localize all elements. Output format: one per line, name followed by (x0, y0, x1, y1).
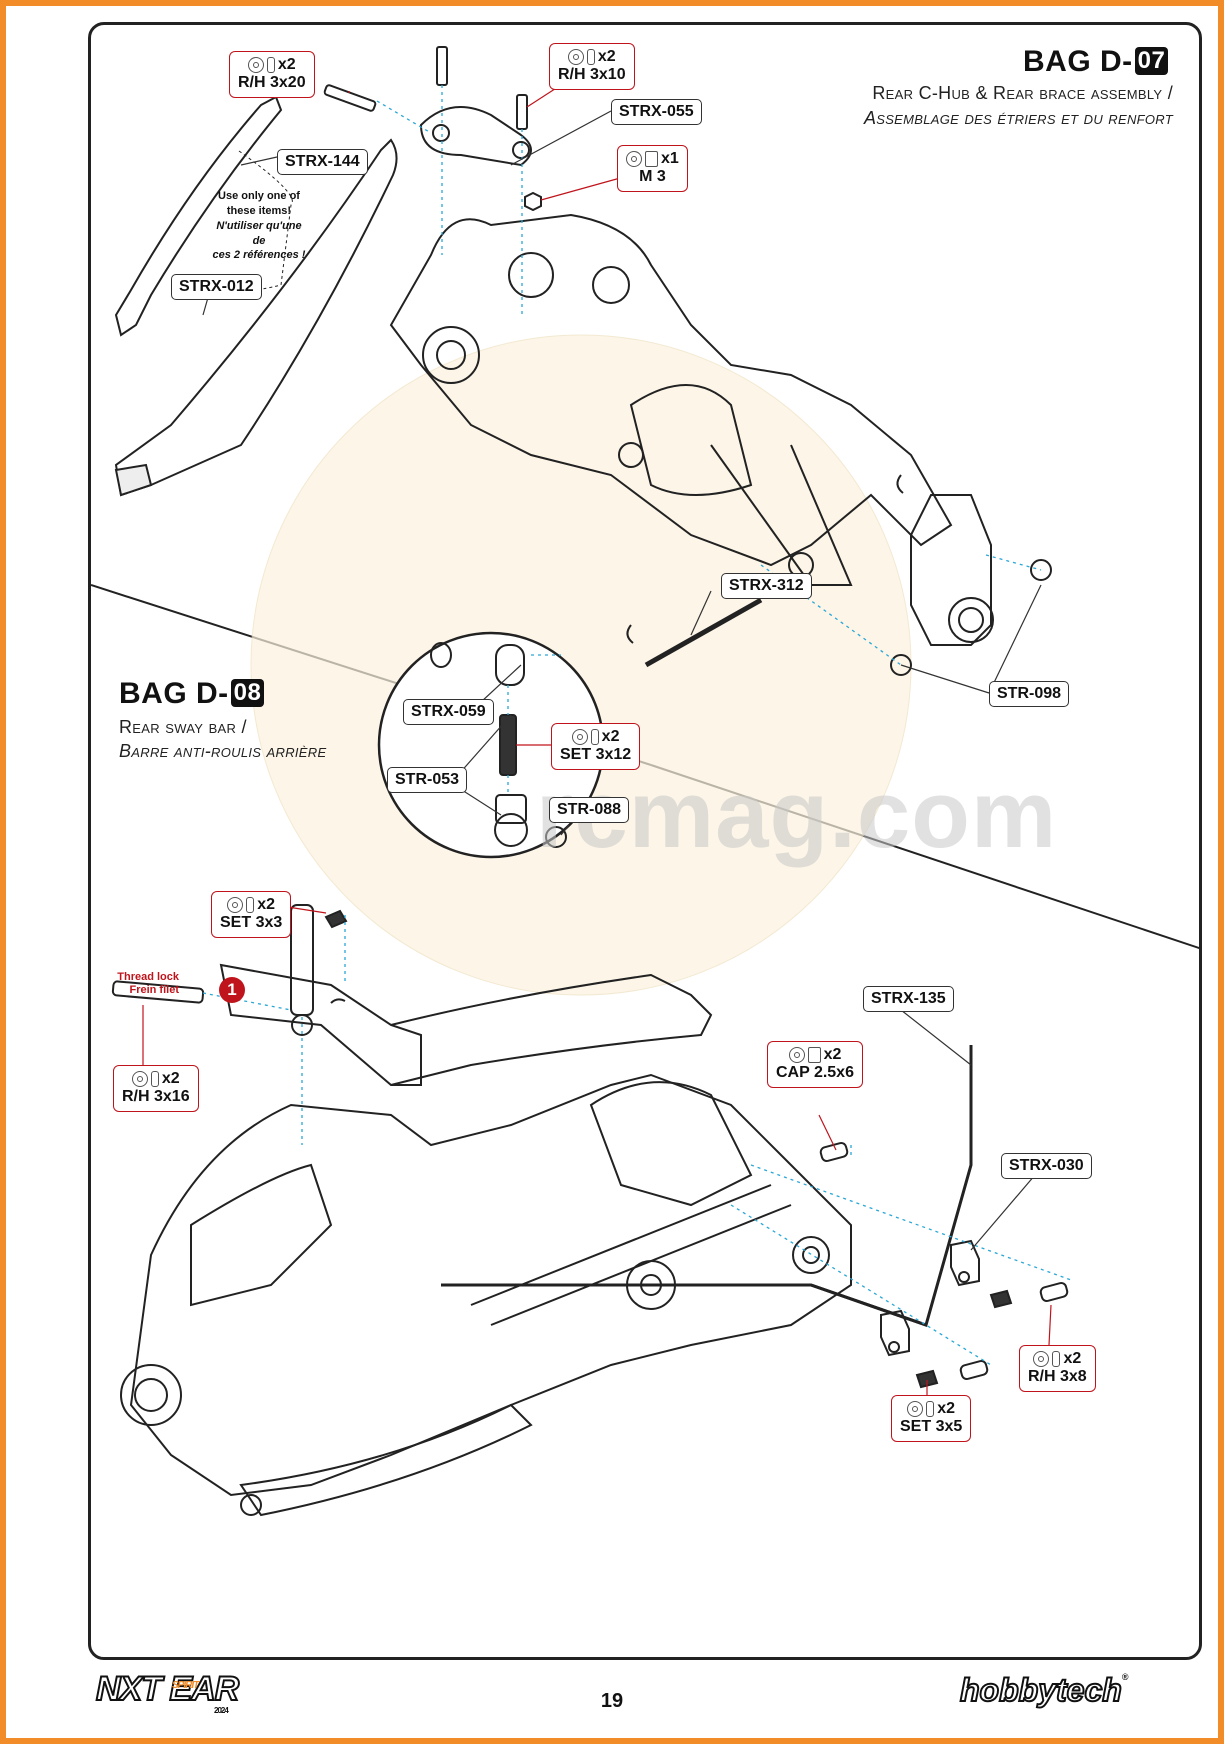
nxt-logo-small: SPIRIT (172, 1680, 199, 1691)
screw-icon (926, 1401, 935, 1418)
hardware-rh-3x10: x2 R/H 3x10 (549, 43, 635, 90)
bag-d07-number: 07 (1134, 47, 1169, 75)
hardware-size: R/H 3x8 (1028, 1368, 1087, 1386)
use-only-one-note: Use only one of these items! N'utiliser … (209, 189, 309, 263)
assembly-illustration (91, 46, 1199, 1517)
hardware-qty: x1 (661, 150, 679, 167)
part-label-str-098: STR-098 (989, 681, 1070, 707)
hardware-set-3x3: x2 SET 3x3 (211, 891, 292, 938)
hardware-m3-nut: x1 M 3 (617, 145, 688, 192)
thread-lock-step-badge: 1 (219, 977, 245, 1003)
hardware-qty: x2 (161, 1070, 180, 1087)
part-label-strx-012: STRX-012 (171, 274, 262, 300)
note-line: ces 2 références ! (212, 249, 306, 262)
part-label-strx-135: STRX-135 (863, 986, 954, 1012)
part-label-strx-312: STRX-312 (721, 573, 812, 599)
hardware-rh-3x16: x2 R/H 3x16 (113, 1065, 199, 1112)
bag-d08-title: BAG D-08 (119, 677, 265, 711)
hardware-qty: x2 (277, 56, 296, 73)
hardware-size: SET 3x3 (220, 914, 283, 932)
bag-d08-subtitle-fr: Barre anti-roulis arrière (119, 741, 327, 761)
screw-icon (150, 1071, 159, 1088)
screw-icon (1052, 1351, 1061, 1368)
washer-icon (247, 57, 264, 74)
washer-icon (131, 1071, 148, 1088)
washer-icon (1033, 1351, 1050, 1368)
screw-icon (807, 1047, 821, 1064)
hardware-set-3x5: x2 SET 3x5 (891, 1395, 972, 1442)
hobbytech-logo-text: hobbytech (959, 1671, 1123, 1709)
hardware-size: CAP 2.5x6 (776, 1064, 854, 1082)
washer-icon (626, 151, 642, 168)
bag-d07-prefix: BAG D- (1023, 45, 1133, 78)
hardware-size: R/H 3x10 (558, 66, 626, 84)
note-line: these items! (226, 204, 292, 217)
thread-lock-en: Thread lock (117, 971, 179, 983)
bag-d08-subtitle-en: Rear sway bar / (119, 717, 247, 737)
hardware-cap-2-5x6: x2 CAP 2.5x6 (767, 1041, 863, 1088)
nxt-logo-text: NXT EAR (95, 1669, 240, 1709)
hardware-size: M 3 (639, 168, 666, 186)
note-line: N'utiliser qu'une de (216, 219, 302, 247)
washer-icon (227, 897, 244, 914)
bag-d08-prefix: BAG D- (119, 677, 229, 710)
page-number: 19 (600, 1690, 624, 1712)
thread-lock-callout: Thread lock Frein filet (93, 971, 179, 997)
hardware-qty: x2 (937, 1400, 956, 1417)
screw-icon (590, 729, 599, 746)
hardware-size: SET 3x5 (900, 1418, 963, 1436)
washer-icon (788, 1047, 805, 1064)
registered-mark: ® (1121, 1672, 1129, 1682)
part-label-strx-059: STRX-059 (403, 699, 494, 725)
screw-icon (266, 57, 275, 74)
bag-d08-number: 08 (230, 679, 265, 707)
note-line: Use only one of (218, 190, 300, 202)
hardware-size: R/H 3x20 (238, 74, 306, 92)
hardware-qty: x2 (601, 728, 620, 745)
part-label-str-088: STR-088 (549, 797, 630, 823)
washer-icon (907, 1401, 924, 1418)
hardware-rh-3x8: x2 R/H 3x8 (1019, 1345, 1096, 1392)
thread-lock-fr: Frein filet (129, 984, 179, 997)
bag-d07-subtitle-fr: Assemblage des étriers et du renfort (863, 108, 1173, 128)
hardware-qty: x2 (823, 1046, 842, 1063)
hardware-size: SET 3x12 (560, 746, 632, 764)
hardware-qty: x2 (257, 896, 276, 913)
screw-icon (586, 49, 595, 66)
washer-icon (567, 49, 584, 66)
bag-d07-title: BAG D-07 (1023, 45, 1169, 79)
bag-d07-subtitle-en: Rear C-Hub & Rear brace assembly / (872, 83, 1173, 103)
hardware-size: R/H 3x16 (122, 1088, 190, 1106)
nut-icon (645, 151, 658, 168)
nxt-logo: NXT EAR SPIRIT 2024 (95, 1669, 240, 1715)
part-label-strx-055: STRX-055 (611, 99, 702, 125)
part-label-strx-144: STRX-144 (277, 149, 368, 175)
washer-icon (571, 729, 588, 746)
nxt-logo-year: 2024 (214, 1706, 229, 1715)
instruction-panel: rcmag.com BAG D-07 Rear C-Hub & Rear bra… (88, 22, 1202, 1660)
screw-icon (246, 897, 255, 914)
hardware-qty: x2 (597, 48, 616, 65)
part-label-str-053: STR-053 (387, 767, 468, 793)
hardware-set-3x12: x2 SET 3x12 (551, 723, 641, 770)
hardware-rh-3x20: x2 R/H 3x20 (229, 51, 315, 98)
part-label-strx-030: STRX-030 (1001, 1153, 1092, 1179)
hardware-qty: x2 (1063, 1350, 1082, 1367)
hobbytech-logo: hobbytech® (959, 1671, 1129, 1709)
